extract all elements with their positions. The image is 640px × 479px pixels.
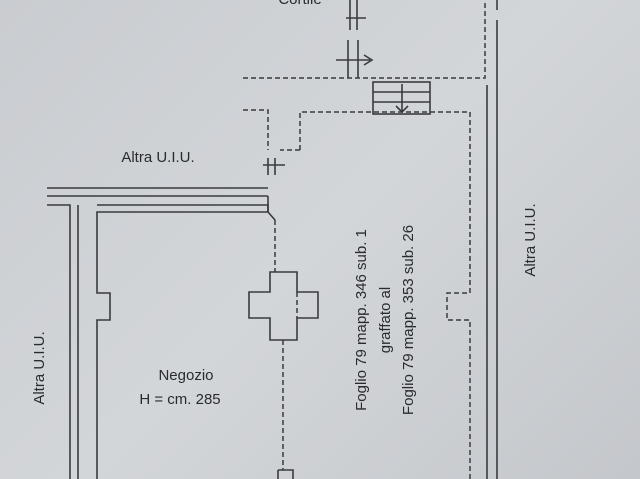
other-unit-label-left: Altra U.I.U.: [31, 331, 48, 404]
other-unit-label-top: Altra U.I.U.: [121, 149, 194, 166]
cadastral-line-3: Foglio 79 mapp. 353 sub. 26: [400, 225, 417, 415]
walls: [47, 0, 498, 479]
other-unit-label-right: Altra U.I.U.: [522, 203, 539, 276]
cadastral-line-2: graffato al: [377, 287, 394, 353]
room-height: H = cm. 285: [139, 391, 220, 408]
room-name: Negozio: [158, 367, 213, 384]
courtyard-label: Cortile: [278, 0, 321, 8]
cadastral-line-1: Foglio 79 mapp. 346 sub. 1: [353, 229, 370, 411]
